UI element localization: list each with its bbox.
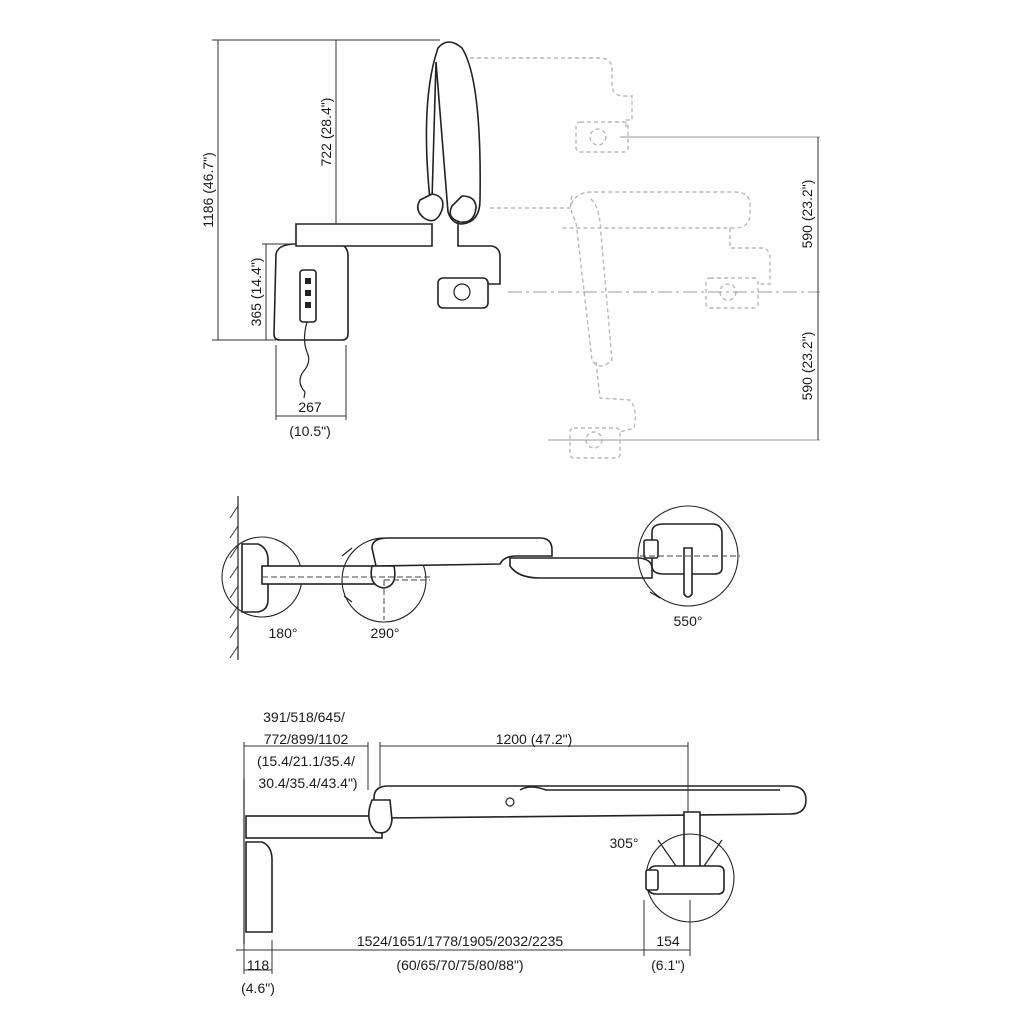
front-view: 1186 (46.7") 722 (28.4") 365 (14.4") 267… bbox=[200, 39, 820, 459]
control-box bbox=[273, 243, 349, 399]
arm-height-label: 722 (28.4") bbox=[318, 98, 334, 167]
head-depth-label: 154 bbox=[656, 933, 680, 949]
front-dimensions bbox=[212, 39, 819, 440]
ghost-arm-middle bbox=[490, 191, 771, 367]
head-depth-inch-label: (6.1") bbox=[651, 957, 685, 973]
side-wall bbox=[243, 778, 383, 944]
upper-travel-label: 590 (23.2") bbox=[799, 180, 815, 249]
top-arm bbox=[221, 505, 740, 623]
ghost-arm-upper bbox=[470, 57, 820, 153]
extension-line-3: (15.4/21.1/35.4/ bbox=[257, 753, 355, 769]
wall-depth-label: 118 bbox=[247, 957, 270, 973]
side-view: 391/518/645/ 772/899/1102 (15.4/21.1/35.… bbox=[236, 709, 807, 996]
top-wall bbox=[229, 496, 239, 660]
lower-travel-label: 590 (23.2") bbox=[799, 332, 815, 401]
main-arm bbox=[295, 41, 501, 309]
head-rotation-label: 305° bbox=[610, 835, 639, 851]
extension-line-4: 30.4/35.4/43.4") bbox=[258, 775, 357, 791]
overall-height-label: 1186 (46.7") bbox=[200, 152, 216, 228]
box-width-label: 267 bbox=[298, 399, 322, 415]
rotation-elbow-label: 290° bbox=[371, 625, 400, 641]
extension-line-2: 772/899/1102 bbox=[264, 731, 349, 747]
reach-inch-label: (60/65/70/75/80/88") bbox=[396, 957, 523, 973]
ghost-arm-lower bbox=[548, 361, 820, 459]
extension-line-1: 391/518/645/ bbox=[263, 709, 345, 725]
arm-length-label: 1200 (47.2") bbox=[496, 731, 573, 747]
side-dimensions bbox=[236, 742, 691, 974]
top-view: 180° 290° 550° bbox=[221, 496, 740, 660]
box-width-inch-label: (10.5") bbox=[289, 423, 331, 439]
reach-mm-label: 1524/1651/1778/1905/2032/2235 bbox=[357, 933, 564, 949]
rotation-wall-label: 180° bbox=[269, 625, 298, 641]
wall-depth-inch-label: (4.6") bbox=[241, 980, 275, 996]
rotation-head-label: 550° bbox=[674, 613, 703, 629]
box-height-label: 365 (14.4") bbox=[248, 258, 264, 327]
side-arm bbox=[368, 785, 807, 923]
